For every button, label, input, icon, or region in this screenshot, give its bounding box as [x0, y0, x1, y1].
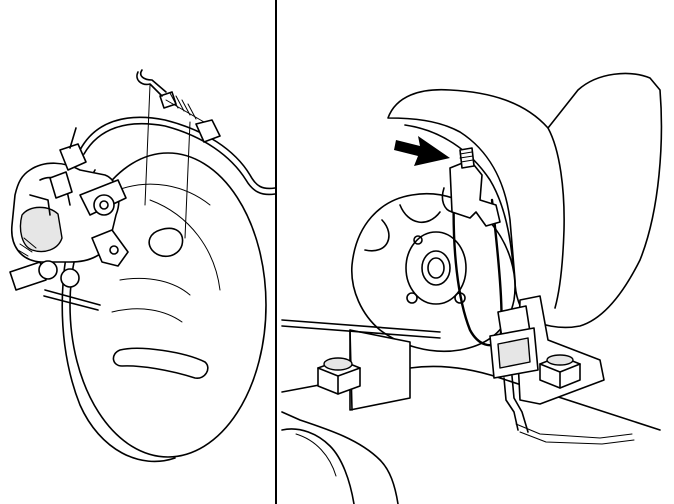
sensor-connector: [489, 305, 635, 445]
brake-rotor: [61, 152, 267, 463]
backing-plate: [351, 192, 516, 353]
cable-spring: [159, 91, 221, 143]
right-panel-backing-plate-view: [281, 72, 663, 504]
brake-line-rod: [281, 319, 441, 333]
cable-retaining-clip: [441, 147, 503, 347]
mounting-bolt-left: [317, 357, 361, 395]
threaded-fitting: [459, 147, 475, 169]
upper-housing: [387, 72, 663, 329]
parking-brake-cable: [79, 69, 276, 239]
callout-arrow-icon: [394, 136, 450, 166]
left-panel-caliper-view: [9, 69, 276, 463]
mounting-bolt-right: [539, 354, 581, 389]
brake-caliper: [9, 127, 129, 311]
caliper-mounting-bolt: [9, 260, 101, 311]
